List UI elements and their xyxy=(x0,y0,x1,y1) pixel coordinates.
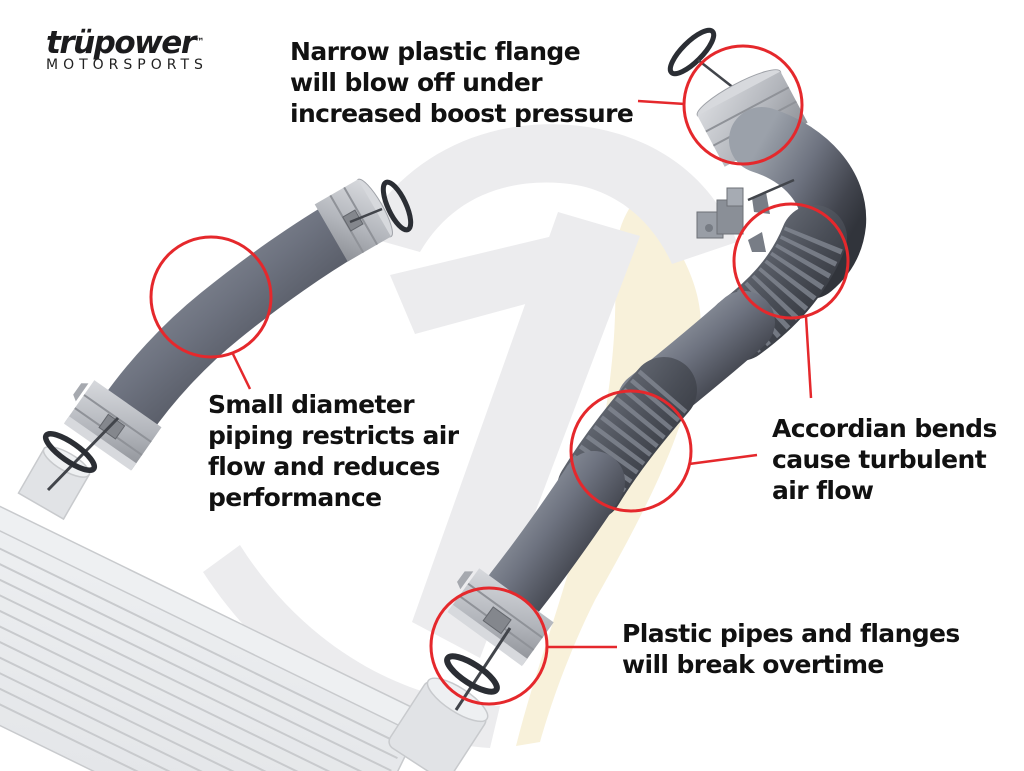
leader-line-narrow-flange xyxy=(637,99,686,106)
annotation-small-diameter: Small diameter piping restricts air flow… xyxy=(208,389,459,513)
annotation-line: Narrow plastic flange xyxy=(290,37,581,66)
highlight-circle-small-diameter xyxy=(149,235,273,359)
left-pipe-tube xyxy=(95,194,382,448)
boost-sensor xyxy=(696,187,744,239)
right-top-oring xyxy=(667,27,717,77)
left-top-oring-pin xyxy=(349,207,383,224)
annotation-accordion-bends: Accordian bends cause turbulent air flow xyxy=(772,413,997,506)
annotation-line: Accordian bends xyxy=(772,414,997,443)
intercooler-fins xyxy=(0,500,405,771)
watermark-stem xyxy=(412,212,640,658)
right-bottom-oring xyxy=(444,653,500,695)
annotation-line: cause turbulent xyxy=(772,445,987,474)
annotation-line: Small diameter xyxy=(208,390,415,419)
boost-sensor-screw xyxy=(747,178,795,202)
leader-line-small-diameter xyxy=(230,351,252,390)
leader-line-accordion-upper xyxy=(804,316,813,399)
annotation-narrow-flange: Narrow plastic flange will blow off unde… xyxy=(290,36,634,129)
leader-line-accordion-lower xyxy=(688,453,758,466)
trademark-symbol: ™ xyxy=(194,37,205,48)
right-pipe-elbow-tab-2 xyxy=(748,232,766,252)
brand-subtitle: MOTORSPORTS xyxy=(46,57,208,73)
annotation-line: performance xyxy=(208,483,382,512)
annotation-line: increased boost pressure xyxy=(290,99,634,128)
highlight-circle-accordion-lower xyxy=(569,389,693,513)
left-top-oring xyxy=(380,179,414,233)
watermark-bar xyxy=(390,236,553,334)
stock-pipe-left xyxy=(42,178,414,492)
watermark-arc-top xyxy=(360,124,737,264)
annotation-line: flow and reduces xyxy=(208,452,440,481)
stock-pipe-right xyxy=(444,27,867,711)
annotation-line: will break overtime xyxy=(622,650,884,679)
highlight-circle-accordion-upper xyxy=(732,202,850,320)
issue-highlights xyxy=(149,44,850,706)
intercooler-core xyxy=(0,482,418,771)
right-accordion-lower-ribs xyxy=(563,369,688,505)
annotation-line: will blow off under xyxy=(290,68,543,97)
annotation-line: air flow xyxy=(772,476,874,505)
right-pipe-bottom-flange xyxy=(447,568,554,667)
annotation-line: Plastic pipes and flanges xyxy=(622,619,960,648)
left-bottom-oring xyxy=(42,431,98,473)
annotation-plastic-pipes: Plastic pipes and flanges will break ove… xyxy=(622,618,960,680)
annotation-line: piping restricts air xyxy=(208,421,459,450)
brand-name: trüpower™ xyxy=(46,25,205,61)
intercooler-outlet-port xyxy=(388,677,489,771)
brand-logo: trüpower™ MOTORSPORTS xyxy=(46,28,208,73)
